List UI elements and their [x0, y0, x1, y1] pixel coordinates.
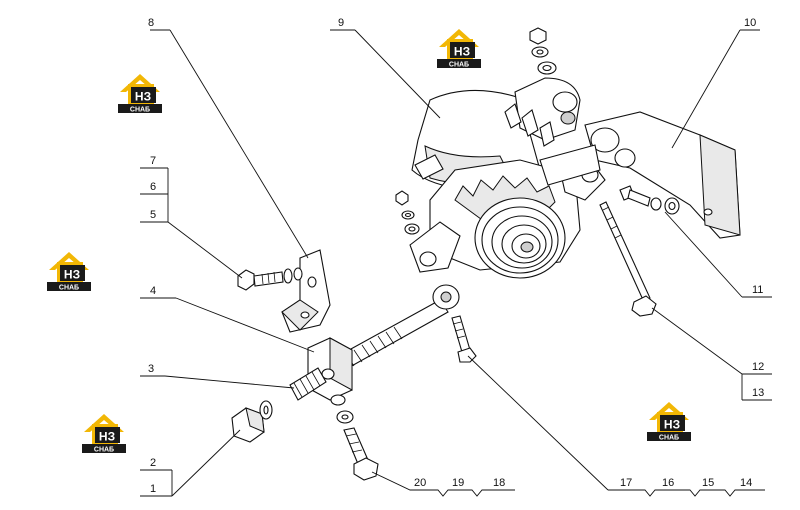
- leader-lines: [140, 29, 772, 497]
- callout-14: 14: [740, 477, 752, 489]
- callout-19: 19: [452, 477, 464, 489]
- watermark-logo-2: [437, 29, 481, 69]
- threaded-sleeve-3: [289, 367, 327, 401]
- callout-11: 11: [752, 284, 763, 296]
- watermark-logo-1: [118, 74, 162, 114]
- callout-12: 12: [752, 361, 764, 373]
- callout-1: 1: [150, 483, 156, 495]
- bolt-5: [237, 267, 303, 291]
- alternator-assembly: [409, 77, 606, 279]
- callout-8: 8: [148, 17, 154, 29]
- callout-10: 10: [744, 17, 756, 29]
- bolt-11: [619, 185, 680, 215]
- callout-labels: 8 9 10 7 6 5 4 3 2 1 11 12 13 14 15 16 1…: [148, 17, 764, 495]
- callout-7: 7: [150, 155, 156, 167]
- watermark-logo-3: [47, 252, 91, 292]
- watermark-logo-4: [82, 414, 126, 454]
- long-bolt-12: [599, 201, 657, 317]
- callout-3: 3: [148, 363, 154, 375]
- left-nut-stack: [395, 190, 420, 235]
- callout-6: 6: [150, 181, 156, 193]
- top-nut-stack: [529, 27, 557, 75]
- callout-4: 4: [150, 285, 156, 297]
- callout-13: 13: [752, 387, 764, 399]
- callout-17: 17: [620, 477, 632, 489]
- bracket-8: [281, 249, 331, 333]
- bolt-17: [451, 315, 477, 363]
- callout-18: 18: [493, 477, 505, 489]
- callout-20: 20: [414, 477, 426, 489]
- nut-1-washer-2: [231, 400, 273, 443]
- callout-2: 2: [150, 457, 156, 469]
- adjusting-rod-4: [307, 284, 460, 401]
- callout-5: 5: [150, 209, 156, 221]
- watermark-logo-5: [647, 402, 691, 442]
- callout-16: 16: [662, 477, 674, 489]
- callout-15: 15: [702, 477, 714, 489]
- bolt-20-stack: [330, 394, 379, 481]
- mounting-bracket: [539, 111, 741, 239]
- callout-9: 9: [338, 17, 344, 29]
